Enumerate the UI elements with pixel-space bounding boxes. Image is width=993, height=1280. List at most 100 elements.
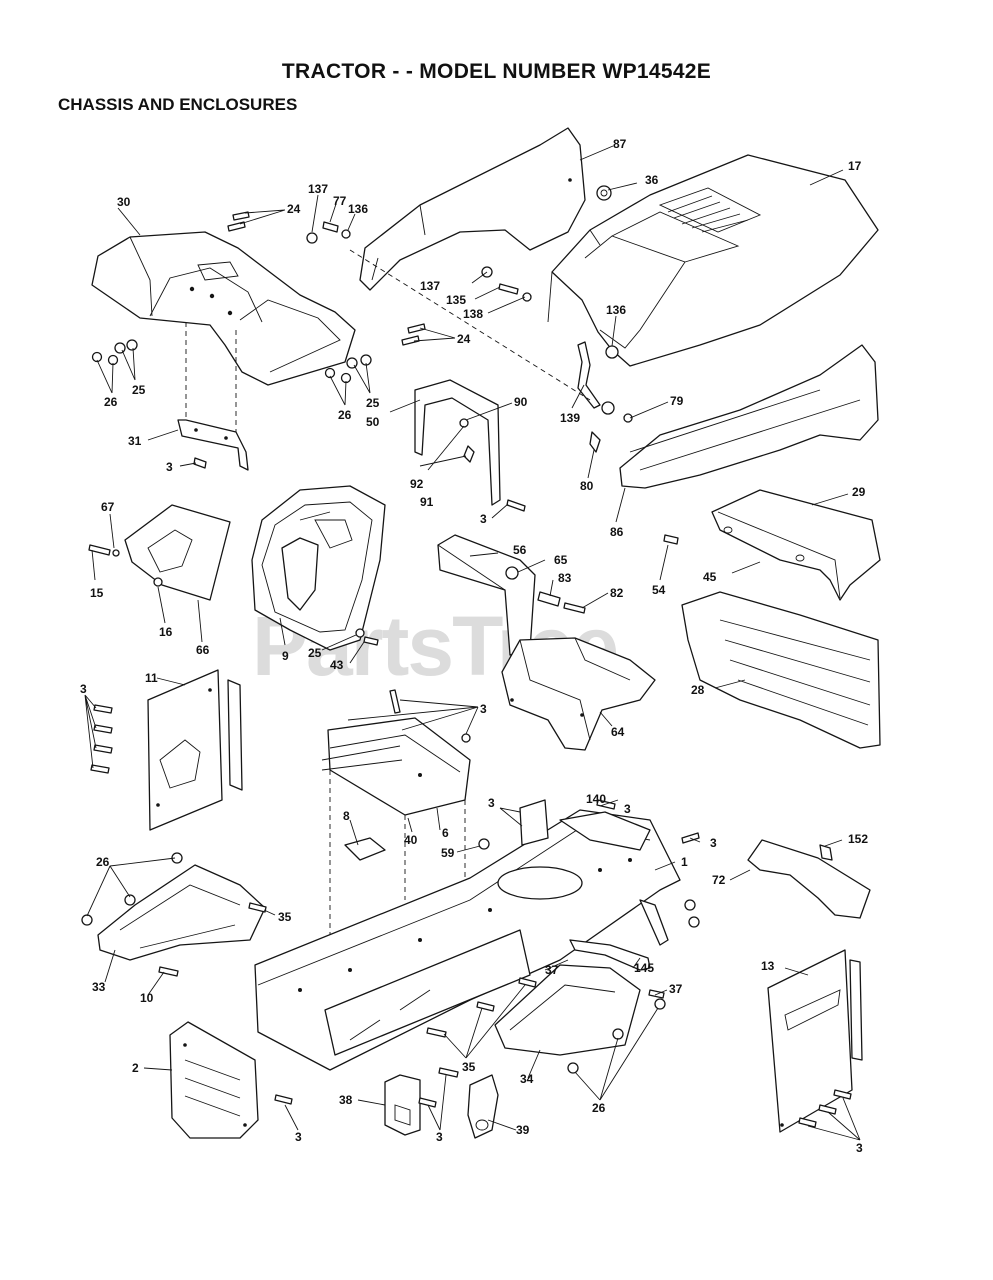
callout-26b: 26 [338,408,352,422]
part-footrest-33 [81,852,267,977]
callout-136b: 136 [606,303,626,317]
callout-11: 11 [145,671,158,685]
callout-137: 137 [308,182,328,196]
part-bracket-31 [177,322,249,471]
callout-35: 35 [278,910,292,924]
callout-65: 65 [554,553,568,567]
callout-72: 72 [712,873,726,887]
callout-16: 16 [159,625,173,639]
callout-10: 10 [140,991,154,1005]
callout-66: 66 [196,643,210,657]
part-plate-66 [88,504,231,601]
hardware-left-washers [91,339,372,384]
callout-3g: 3 [488,796,495,810]
callout-77: 77 [333,194,347,208]
callout-82: 82 [610,586,624,600]
callout-35b: 35 [462,1060,476,1074]
callout-140: 140 [586,792,606,806]
part-plate-6 [321,689,471,1000]
callout-26d: 26 [592,1101,606,1115]
part-console-9 [251,485,386,651]
callout-86: 86 [610,525,624,539]
part-bracket-38 [384,1074,437,1136]
callout-87: 87 [613,137,627,151]
callout-24b: 24 [457,332,471,346]
callout-33: 33 [92,980,106,994]
callout-43: 43 [330,658,344,672]
callout-50: 50 [366,415,380,429]
callout-25b: 25 [366,396,380,410]
callout-67: 67 [101,500,115,514]
callout-45: 45 [703,570,717,584]
callout-38: 38 [339,1093,353,1107]
callout-40: 40 [404,833,418,847]
callout-8: 8 [343,809,350,823]
callout-3f: 3 [710,836,717,850]
callout-3h: 3 [436,1130,443,1144]
part-frame-1 [254,799,700,1071]
callout-92: 92 [410,477,424,491]
callout-3j: 3 [856,1141,863,1155]
callout-3c: 3 [80,682,87,696]
callout-3d: 3 [480,702,487,716]
callout-29: 29 [852,485,866,499]
hardware-top-center [227,185,633,453]
section-title: CHASSIS AND ENCLOSURES [58,95,298,114]
part-plate-2 [169,1021,293,1139]
callout-137b: 137 [420,279,440,293]
callout-138: 138 [463,307,483,321]
part-bracket-50 [193,379,526,512]
callout-135: 135 [446,293,466,307]
part-side-panel-86 [619,344,879,489]
callout-3i: 3 [295,1130,302,1144]
part-dash-panel-29 [663,489,881,601]
callout-91: 91 [420,495,434,509]
callout-3b: 3 [480,512,487,526]
callout-145: 145 [634,961,654,975]
callout-59: 59 [441,846,455,860]
callout-30: 30 [117,195,131,209]
part-fender-30 [91,231,356,386]
callout-152: 152 [848,832,868,846]
callout-2: 2 [132,1061,139,1075]
callout-80: 80 [580,479,594,493]
callout-36: 36 [645,173,659,187]
part-footrest-34 [426,964,666,1074]
leader-lines [84,145,861,1141]
part-hood-side-87 [359,127,586,291]
callout-34: 34 [520,1072,534,1086]
callout-37b: 37 [669,982,683,996]
callout-139: 139 [560,411,580,425]
callout-26c: 26 [96,855,110,869]
callout-54: 54 [652,583,666,597]
callout-83: 83 [558,571,572,585]
callout-90: 90 [514,395,528,409]
callout-13: 13 [761,959,775,973]
callout-1: 1 [681,855,688,869]
callout-labels: 87 36 17 137 77 136 30 24 137 135 138 24… [80,137,868,1155]
part-panel-11 [90,669,243,831]
callout-64: 64 [611,725,625,739]
callout-24: 24 [287,202,301,216]
callout-37: 37 [545,963,559,977]
callout-25c: 25 [308,646,322,660]
callout-136: 136 [348,202,368,216]
part-bracket-72 [747,839,871,919]
callout-3e: 3 [624,802,631,816]
page-title: TRACTOR - - MODEL NUMBER WP14542E [281,60,712,83]
callout-9: 9 [282,649,289,663]
callout-79: 79 [670,394,684,408]
callout-17: 17 [848,159,862,173]
callout-56: 56 [513,543,527,557]
part-bracket-39 [438,1067,499,1139]
callout-31: 31 [128,434,142,448]
callout-26: 26 [104,395,118,409]
callout-28: 28 [691,683,705,697]
callout-6: 6 [442,826,449,840]
part-bracket-64 [501,637,656,751]
callout-25: 25 [132,383,146,397]
part-grille-28 [681,591,881,749]
callout-3a: 3 [166,460,173,474]
part-panel-13 [767,949,863,1133]
